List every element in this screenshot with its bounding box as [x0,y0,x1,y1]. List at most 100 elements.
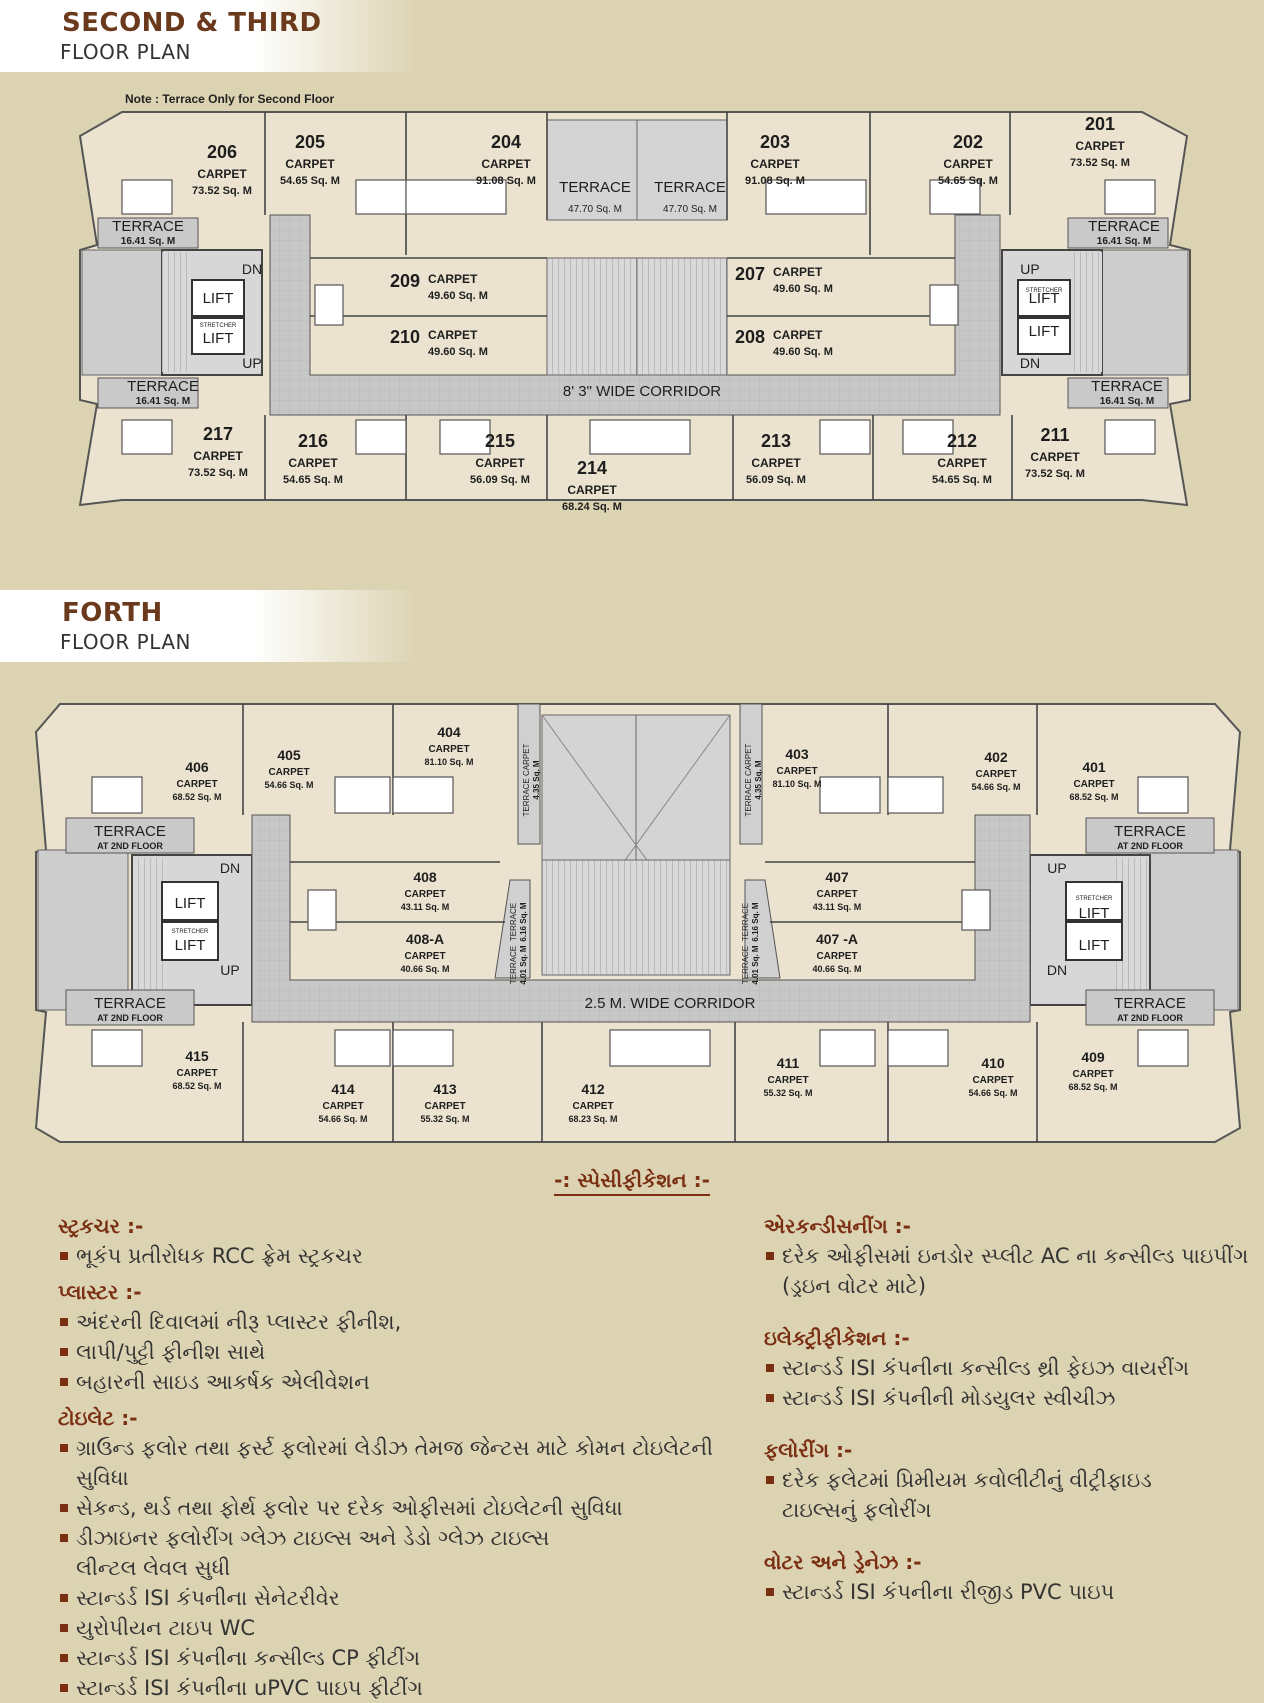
p1-unit-215-number: 215 [485,431,515,451]
p1-unit-203-area: 91.08 Sq. M [745,175,805,187]
p1-unit-209-area: 49.60 Sq. M [428,290,488,302]
p2-unit-area: 55.32 Sq. M [420,1114,469,1124]
p2-unit-area: 54.66 Sq. M [971,782,1020,792]
plan2-vert-terrace-area: 4.35 Sq. M [532,760,541,799]
p1-unit-207-number: 207 [735,264,765,284]
p2-unit-number: 407 [825,869,849,885]
p1-unit-217-number: 217 [203,424,233,444]
spec-item: ગ્રાઉન્ડ ફલોર તથા ફર્સ્ટ ફલોરમાં લેડીઝ ત… [58,1433,738,1493]
p1-unit-210-number: 210 [390,327,420,347]
p2-unit-area: 43.11 Sq. M [401,902,450,912]
spec-title: -: સ્પેસીફીકેશન :- [0,1168,1264,1196]
spec-item: ડીઝાઇનર ફલોરીંગ ગ્લેઝ ટાઇલ્સ અને ડેડો ગ્… [58,1523,738,1553]
p1-unit-205-number: 205 [295,132,325,152]
p2-unit-carpet: CARPET [1073,779,1114,790]
plan1-terrace-small-area: 16.41 Sq. M [121,236,175,247]
p1-unit-211-area: 73.52 Sq. M [1025,468,1085,480]
plan2-header: FORTH FLOOR PLAN [0,590,420,662]
spec-heading: ફલોરીંગ :- [764,1438,853,1462]
plan1-subtitle: FLOOR PLAN [60,40,191,64]
plan2-corridor-label: 2.5 M. WIDE CORRIDOR [585,995,756,1012]
p1-unit-212-area: 54.65 Sq. M [932,474,992,486]
p2-unit-carpet: CARPET [1072,1069,1113,1080]
p1-unit-214-carpet: CARPET [567,483,617,497]
plan2-vert-terrace: TERRACE [509,946,518,984]
p1-unit-209-number: 209 [390,271,420,291]
p2-unit-carpet: CARPET [975,769,1016,780]
p2-unit-area: 43.11 Sq. M [813,902,862,912]
plan1-terrace-small: TERRACE [1088,218,1160,235]
plan1-drawing: Note : Terrace Only for Second Floor [78,92,1191,513]
p2-unit-carpet: CARPET [322,1101,363,1112]
p1-unit-210-area: 49.60 Sq. M [428,346,488,358]
p2-unit-carpet: CARPET [816,951,857,962]
p1-unit-214-number: 214 [577,458,607,478]
plan2-vert-terrace-area: 4.01 Sq. M [751,945,760,984]
p2-unit-number: 408 [413,869,437,885]
plan1-terrace-big-area: 47.70 Sq. M [568,204,622,215]
p2-unit-carpet: CARPET [776,766,817,777]
spec-heading: વોટર અને ડ્રેનેઝ :- [764,1550,922,1574]
p1-unit-208-number: 208 [735,327,765,347]
p1-unit-205-area: 54.65 Sq. M [280,175,340,187]
p1-unit-207-area: 49.60 Sq. M [773,283,833,295]
p1-unit-211-number: 211 [1040,425,1069,445]
p1-unit-208-carpet: CARPET [773,328,823,342]
spec-item: સ્ટાન્ડર્ડ ISI કંપનીના રીજીડ PVC પાઇપ [764,1577,1264,1607]
plan1-terrace-small: TERRACE [112,218,184,235]
p2-unit-area: 68.23 Sq. M [568,1114,617,1124]
p1-unit-215-area: 56.09 Sq. M [470,474,530,486]
plan2-terrace-label: TERRACE [94,823,166,840]
p1-unit-212-number: 212 [947,431,977,451]
plan2-vert-terrace: TERRACE [741,946,750,984]
plan2-terrace-sub: AT 2ND FLOOR [97,841,163,851]
p1-unit-203-number: 203 [760,132,790,152]
spec-item: સ્ટાન્ડર્ડ ISI કંપનીના સેનેટરીવેર [58,1583,738,1613]
plan1-header: SECOND & THIRD FLOOR PLAN [0,0,420,72]
p2-unit-area: 81.10 Sq. M [772,779,821,789]
p1-unit-201-number: 201 [1085,114,1115,134]
plan2-vert-terrace-area: 6.16 Sq. M [519,902,528,941]
plan2-terrace-sub: AT 2ND FLOOR [1117,841,1183,851]
p1-unit-215-carpet: CARPET [475,456,525,470]
plan1-up: UP [1020,261,1039,277]
p1-unit-216-area: 54.65 Sq. M [283,474,343,486]
spec-item: અંદરની દિવાલમાં નીરૂ પ્લાસ્ટર ફીનીશ, [58,1307,738,1337]
plan2-stretcher-label: STRETCHER [1076,896,1113,902]
p1-unit-205-carpet: CARPET [285,157,335,171]
plan1-terrace-small: TERRACE [1091,378,1163,395]
plan1-corridor-label: 8' 3" WIDE CORRIDOR [563,383,721,400]
plan1-terrace-big: TERRACE [559,179,631,196]
plan2-stretcher-label: STRETCHER [172,929,209,935]
p2-unit-area: 40.66 Sq. M [812,964,861,974]
plan2-terrace-label: TERRACE [1114,823,1186,840]
p1-unit-210-carpet: CARPET [428,328,478,342]
spec-item: યુરોપીયન ટાઇપ WC [58,1613,738,1643]
spec-item: દરેક ઓફીસમાં ઇનડોર સ્પ્લીટ AC ના કન્સીલ્… [764,1241,1264,1271]
p1-unit-204-area: 91.08 Sq. M [476,175,536,187]
spec-heading: ટોઇલેટ :- [58,1406,138,1430]
p1-unit-204-number: 204 [491,132,521,152]
p2-unit-carpet: CARPET [404,951,445,962]
p2-unit-number: 411 [777,1055,800,1071]
spec-item: સ્ટાન્ડર્ડ ISI કંપનીના કન્સીલ્ડ CP ફીટીં… [58,1643,738,1673]
plan2-up: UP [220,962,239,978]
p1-unit-206-number: 206 [207,142,237,162]
p2-unit-area: 54.66 Sq. M [968,1088,1017,1098]
p2-unit-carpet: CARPET [972,1075,1013,1086]
plan2-lift-label: LIFT [1079,937,1110,954]
plan2-terrace-label: TERRACE [94,995,166,1012]
p1-unit-206-area: 73.52 Sq. M [192,185,252,197]
p2-unit-carpet: CARPET [428,744,469,755]
plan1-dn: DN [1020,355,1040,371]
spec-item-continued: ટાઇલ્સનું ફલોરીંગ [782,1498,932,1522]
spec-item: બહારની સાઇડ આકર્ષક એલીવેશન [58,1367,738,1397]
p2-unit-area: 54.66 Sq. M [318,1114,367,1124]
p2-unit-number: 403 [785,746,809,762]
spec-item-continued: લીન્ટલ લેવલ સુધી [76,1556,231,1580]
p2-unit-carpet: CARPET [572,1101,613,1112]
plan2-dn: DN [1047,962,1067,978]
p1-unit-213-number: 213 [761,431,791,451]
